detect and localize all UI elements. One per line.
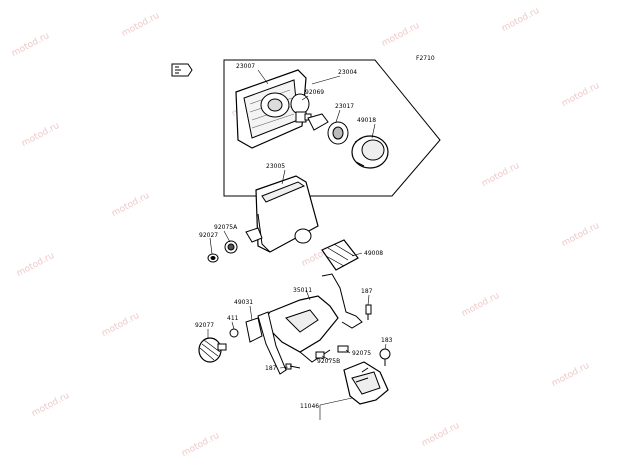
- plate: [245, 317, 263, 343]
- damper-lower: [315, 351, 325, 359]
- part-label-183: 183: [381, 337, 393, 344]
- part-label-187-lower: 187: [265, 365, 277, 372]
- part-label-187-upper: 187: [361, 288, 373, 295]
- part-label-23005: 23005: [266, 163, 285, 170]
- bolt-upper: [365, 304, 372, 320]
- bolt-lower: [285, 363, 301, 370]
- part-label-35011: 35011: [293, 287, 312, 294]
- collar: [229, 328, 239, 338]
- nut: [379, 348, 391, 366]
- part-label-92027: 92027: [199, 232, 218, 239]
- part-label-23004: 23004: [338, 69, 357, 76]
- rubber-damper: [224, 240, 238, 254]
- part-label-92075A: 92075A: [214, 224, 238, 231]
- damper-right: [337, 345, 349, 353]
- part-label-23017: 23017: [335, 103, 354, 110]
- part-label-49031: 49031: [234, 299, 253, 306]
- figure-code: F2710: [416, 55, 435, 62]
- leader-lines: [207, 69, 387, 420]
- socket: [307, 113, 349, 145]
- bulb: [290, 93, 312, 123]
- part-label-49018: 49018: [357, 117, 376, 124]
- part-label-92069: 92069: [305, 89, 324, 96]
- lower-bracket: [343, 361, 389, 405]
- part-label-23007: 23007: [236, 63, 255, 70]
- part-label-49008: 49008: [364, 250, 383, 257]
- assembly-outline: [223, 59, 441, 197]
- front-arrow-icon: [171, 63, 193, 77]
- part-label-92075B: 92075B: [317, 358, 340, 365]
- adjusting-knob: [198, 337, 227, 363]
- headlight-case: [245, 175, 319, 253]
- grommet: [321, 239, 359, 271]
- headlight-bracket: [257, 273, 363, 375]
- part-label-92075: 92075: [352, 350, 371, 357]
- rubber-cover: [351, 135, 389, 169]
- headlight-housing: [235, 69, 307, 149]
- washer: [207, 253, 219, 263]
- part-label-411: 411: [227, 315, 239, 322]
- part-label-11046: 11046: [300, 403, 319, 410]
- part-label-92077: 92077: [195, 322, 214, 329]
